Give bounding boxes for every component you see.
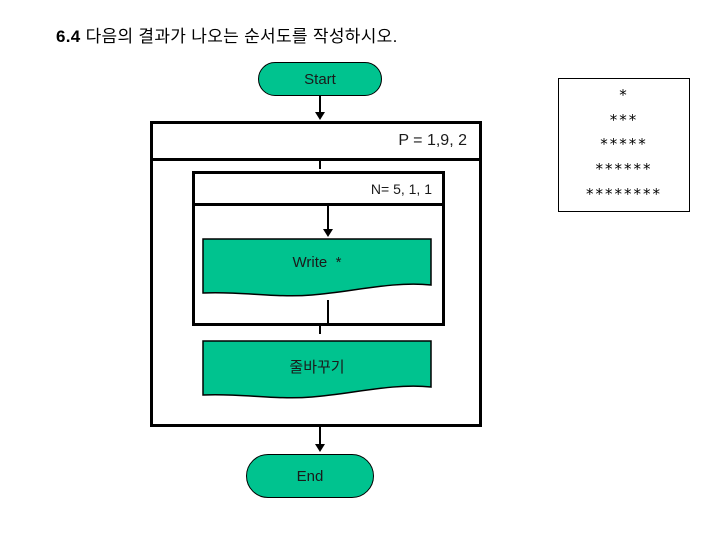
- outer-loop-header-label: P = 1,9, 2: [398, 132, 467, 149]
- title-text: 다음의 결과가 나오는 순서도를 작성하시오.: [85, 27, 398, 46]
- outer-loop-box: P = 1,9, 2: [150, 121, 482, 427]
- arrow-head-outer-loop: [315, 112, 325, 120]
- output-star-row: *: [619, 85, 629, 104]
- start-terminal[interactable]: Start: [258, 62, 382, 96]
- arrow-head-write: [323, 229, 333, 237]
- write-output-shape[interactable]: Write *: [202, 238, 432, 300]
- inner-loop-box: N= 5, 1, 1: [192, 171, 445, 326]
- output-star-row: ********: [586, 185, 662, 204]
- connector-start-to-outer-loop: [319, 96, 321, 114]
- connector-outer-loop-to-end: [319, 427, 321, 449]
- end-terminal-label: End: [296, 467, 324, 485]
- newline-shape-outline: [202, 340, 432, 399]
- output-star-row: ***: [609, 110, 639, 129]
- inner-loop-header-label: N= 5, 1, 1: [370, 180, 432, 197]
- page-title: 6.4 다음의 결과가 나오는 순서도를 작성하시오.: [56, 22, 398, 47]
- output-star-row: ******: [595, 160, 653, 179]
- newline-output-shape[interactable]: 줄바꾸기: [202, 340, 432, 402]
- start-terminal-label: Start: [304, 70, 336, 88]
- output-star-row: *****: [600, 135, 648, 154]
- arrow-head-end: [315, 444, 325, 452]
- connector-write-to-inner-loop-bottom: [327, 300, 329, 323]
- write-shape-outline: [202, 238, 432, 297]
- title-number: 6.4: [56, 27, 81, 46]
- inner-loop-header: N= 5, 1, 1: [195, 174, 442, 206]
- end-terminal[interactable]: End: [246, 454, 374, 498]
- connector-outer-header-to-inner-loop: [319, 158, 321, 169]
- output-result-panel: * *** ***** ****** ********: [558, 78, 690, 212]
- connector-inner-header-to-write: [327, 203, 329, 231]
- connector-inner-loop-to-newline: [319, 326, 321, 334]
- outer-loop-header: P = 1,9, 2: [153, 124, 479, 161]
